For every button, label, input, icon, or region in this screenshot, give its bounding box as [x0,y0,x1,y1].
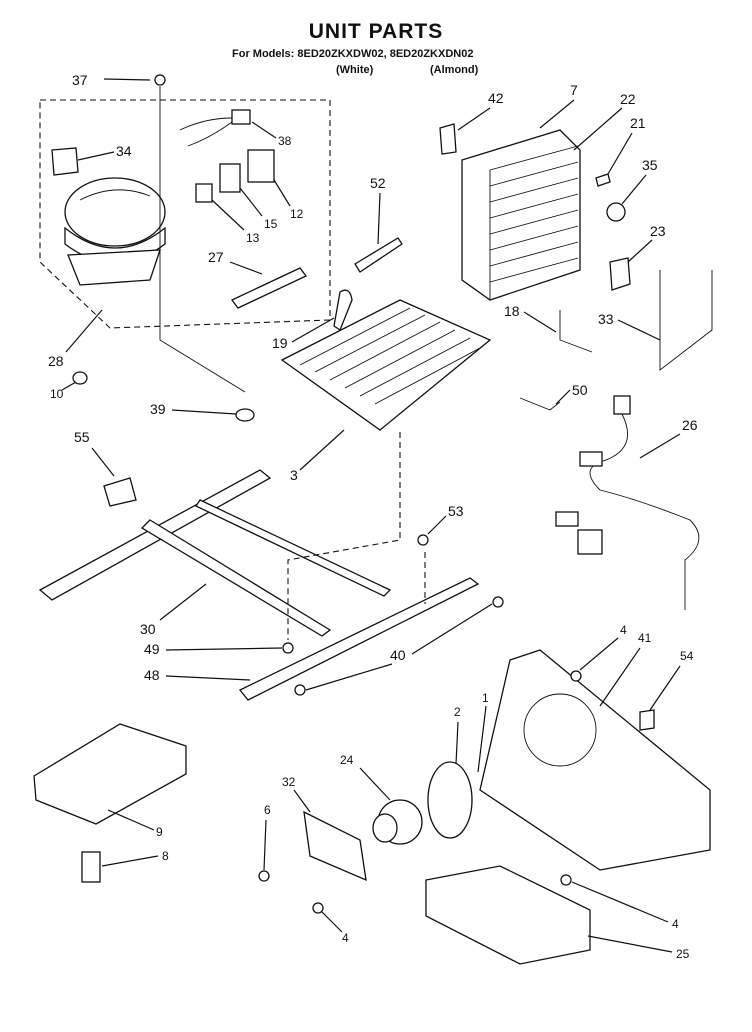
foot-8 [81,851,101,883]
callout-19: 19 [272,335,288,351]
rail-40-48 [238,577,480,701]
compressor-group-outline [39,99,331,329]
screw-48 [294,684,306,696]
callout-25: 25 [676,947,690,961]
callout-48: 48 [144,667,160,683]
callout-33: 33 [598,311,614,327]
callout-34: 34 [116,143,132,159]
callout-52: 52 [370,175,386,191]
callout-38: 38 [278,134,292,148]
callout-15: 15 [264,217,278,231]
callout-4-mid: 4 [672,917,679,931]
callout-1: 1 [482,691,489,705]
fan-motor [372,799,423,845]
callout-13: 13 [246,231,260,245]
motor-bracket [303,810,367,882]
callout-24: 24 [340,753,354,767]
grommet-35 [606,202,626,222]
bracket-42 [439,123,457,155]
screw-6 [258,870,270,882]
callout-12: 12 [290,207,304,221]
callout-4-top: 4 [620,623,627,637]
fan-blade [427,761,473,839]
callout-54: 54 [680,649,694,663]
callout-32: 32 [282,775,296,789]
screw-4a [570,670,582,682]
callout-3: 3 [290,467,298,483]
tube-52 [354,237,403,273]
relay-12 [247,149,275,183]
screw-37-head [154,74,166,86]
callout-8: 8 [162,849,169,863]
callout-50: 50 [572,382,588,398]
hose-19 [333,289,353,331]
callout-23: 23 [650,223,666,239]
callout-27: 27 [208,249,224,265]
callout-35: 35 [642,157,658,173]
relay-cover [51,147,79,176]
callout-55: 55 [74,429,90,445]
grommet-39 [235,408,255,422]
callout-30: 30 [140,621,156,637]
wire-harness [555,395,700,610]
callout-21: 21 [630,115,646,131]
compressor [64,177,166,286]
screw-49 [282,642,294,654]
part-54 [639,709,655,731]
clip-55 [103,477,137,507]
relay-15 [219,163,241,193]
callout-53: 53 [448,503,464,519]
callout-28: 28 [48,353,64,369]
callout-37: 37 [72,72,88,88]
evaporator [461,129,581,301]
page-title: UNIT PARTS [308,20,444,43]
variant-almond: (Almond) [430,64,479,76]
callout-42: 42 [488,90,504,106]
drain-pan [425,865,591,965]
clamp-23 [609,257,631,291]
callout-40: 40 [390,647,406,663]
screw-53 [417,534,429,546]
callout-10: 10 [50,387,64,401]
screw-4c [312,902,324,914]
models-line: For Models: 8ED20ZKXDW02, 8ED20ZKXDN02 [232,48,474,60]
callout-41: 41 [638,631,652,645]
clip-13 [195,183,213,203]
callout-39: 39 [150,401,166,417]
tube-33 [659,270,713,371]
callout-22: 22 [620,91,636,107]
callout-9: 9 [156,825,163,839]
callout-4-bottom: 4 [342,931,349,945]
condenser [280,299,492,431]
screw-37-line [159,86,246,393]
cover-9 [33,723,187,825]
screw-40 [492,596,504,608]
overload-harness [179,109,251,147]
variant-white: (White) [336,64,374,76]
screw-4b [560,874,572,886]
callout-6: 6 [264,803,271,817]
fan-bracket [479,649,711,871]
callout-26: 26 [682,417,698,433]
callout-18: 18 [504,303,520,319]
part-10 [72,371,88,385]
drier [231,267,307,309]
callout-49: 49 [144,641,160,657]
wire-50 [519,397,561,411]
base-frame [38,469,392,637]
callout-7: 7 [570,82,578,98]
screw-21 [595,173,611,187]
wire-18 [559,310,593,353]
leader-condenser [287,432,401,640]
callout-2: 2 [454,705,461,719]
